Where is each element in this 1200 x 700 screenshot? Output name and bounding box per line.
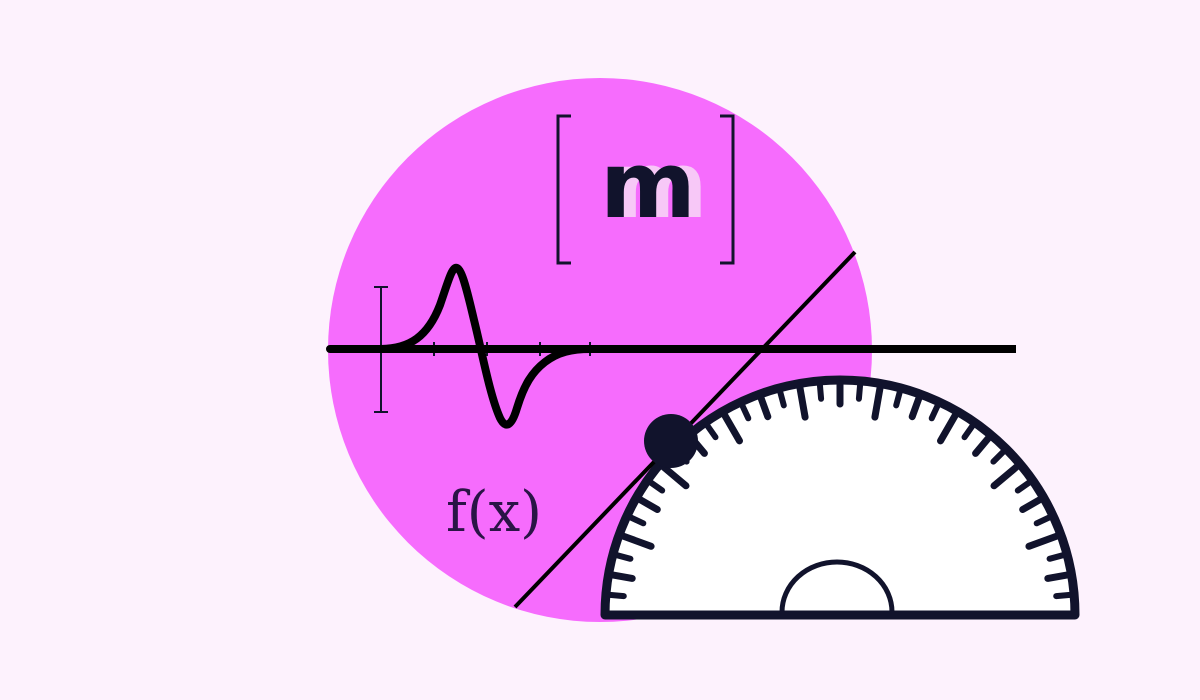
protractor-minor-tick [893, 388, 903, 409]
protractor-tick [796, 384, 809, 421]
protractor-tick [972, 434, 992, 457]
protractor-tick [1044, 571, 1071, 582]
logo-letter-shadow: m [612, 132, 708, 239]
protractor-tick [721, 411, 743, 445]
protractor-tick [871, 384, 884, 421]
protractor-minor-tick [816, 381, 825, 402]
protractor-minor-tick [777, 388, 787, 409]
point-icon [644, 414, 698, 468]
function-label: f(x) [446, 480, 542, 545]
protractor-tick [990, 463, 1021, 490]
protractor-icon [600, 375, 1080, 620]
protractor-minor-tick [990, 448, 1007, 465]
protractor-tick [636, 496, 661, 513]
protractor-tick [609, 571, 636, 582]
protractor-minor-tick [704, 422, 719, 441]
protractor-tick [619, 532, 655, 550]
protractor-minor-tick [739, 402, 752, 422]
protractor-minor-tick [647, 479, 666, 494]
protractor-minor-tick [1033, 514, 1053, 527]
protractor-minor-tick [928, 402, 941, 422]
protractor-tick [937, 411, 959, 445]
protractor-minor-tick [606, 591, 627, 600]
protractor-tick [757, 394, 772, 421]
protractor-minor-tick [961, 422, 976, 441]
protractor-minor-tick [627, 514, 647, 527]
protractor-minor-tick [1046, 552, 1067, 562]
logo-letter: m [600, 132, 696, 239]
protractor-minor-tick [1053, 591, 1074, 600]
protractor-minor-tick [855, 381, 864, 402]
protractor-tick [1019, 496, 1044, 513]
protractor-minor-tick [1014, 479, 1033, 494]
protractor-minor-tick [613, 552, 634, 562]
wave-function-icon [326, 263, 1016, 429]
protractor-tick [1025, 532, 1061, 550]
protractor-tick [659, 463, 690, 490]
protractor-tick [908, 394, 923, 421]
bracket-logo-icon: m m [556, 114, 735, 265]
